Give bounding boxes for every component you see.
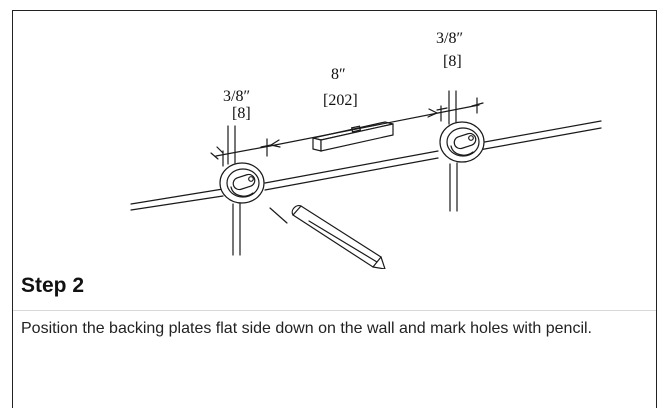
instruction-card: 3/8″ [8] 8″ [202] 3/8″ [8] Step 2 Positi… <box>12 10 657 408</box>
dimension-lines <box>210 97 484 167</box>
dim-center-inches: 8″ <box>331 66 346 83</box>
step-title: Step 2 <box>21 274 85 297</box>
installation-diagram: 3/8″ [8] 8″ [202] 3/8″ [8] <box>13 11 658 269</box>
dimension-labels: 3/8″ [8] 8″ [202] 3/8″ [8] <box>223 30 463 122</box>
dim-left-mm: [8] <box>232 105 251 122</box>
dim-center-mm: [202] <box>323 92 358 109</box>
level-tool <box>312 121 394 152</box>
pencil <box>269 205 386 269</box>
divider <box>13 310 656 311</box>
step-instruction: Position the backing plates flat side do… <box>21 320 592 337</box>
dim-left-inches: 3/8″ <box>223 88 250 105</box>
dim-right-inches: 3/8″ <box>436 30 463 47</box>
right-backing-plate <box>439 121 485 163</box>
wall-lines <box>130 90 602 256</box>
left-backing-plate <box>219 162 265 204</box>
dim-right-mm: [8] <box>443 53 462 70</box>
